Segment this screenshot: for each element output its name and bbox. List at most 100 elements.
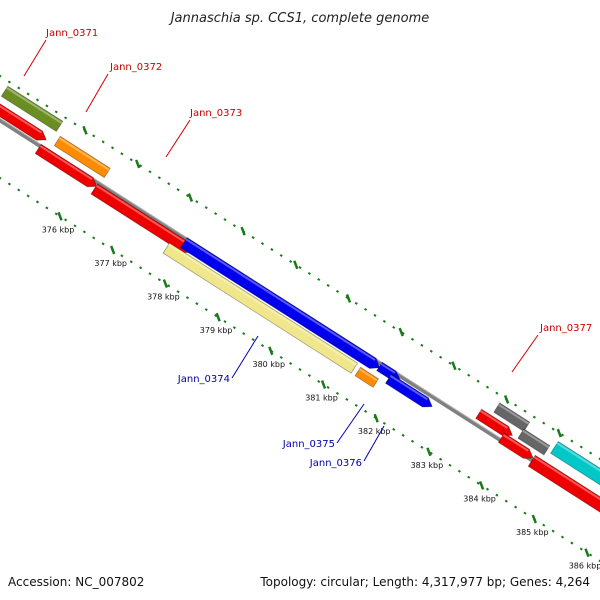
feature-highlight — [522, 429, 550, 449]
gene-label-Jann_0376: Jann_0376 — [309, 458, 362, 469]
feature-highlight — [533, 456, 600, 501]
outer-tick-row-dot — [429, 349, 433, 353]
feature-red — [497, 432, 534, 459]
kbp-tick-outer — [82, 125, 88, 135]
inner-tick-row-dot — [457, 469, 461, 473]
kbp-tick-outer — [240, 226, 246, 236]
kbp-tick — [584, 548, 590, 558]
feature-highlight — [6, 87, 63, 124]
feature-red — [527, 454, 600, 513]
kbp-tick — [531, 514, 537, 524]
inner-tick-row-dot — [82, 230, 86, 234]
tick-label: 378 kbp — [147, 293, 180, 302]
inner-tick-row-dot — [523, 511, 527, 515]
outer-tick-row-dot — [589, 451, 593, 455]
kbp-tick-outer — [293, 260, 299, 270]
tick-label: 376 kbp — [42, 225, 75, 234]
outer-tick-row-dot — [251, 236, 255, 240]
inner-tick-row-dot — [35, 200, 40, 204]
outer-tick-row-dot — [17, 86, 21, 90]
outer-tick-row-dot — [570, 439, 574, 443]
outer-tick-row-dot — [139, 164, 143, 168]
inner-tick-row-dot — [570, 541, 574, 545]
inner-tick-row-dot — [204, 308, 208, 312]
feature-highlight — [167, 243, 358, 366]
tick-label: 380 kbp — [252, 360, 285, 369]
outer-tick-row-dot — [439, 355, 443, 359]
outer-tick-row-dot — [185, 194, 190, 198]
outer-tick-row-dot — [354, 301, 358, 305]
kbp-tick — [215, 312, 221, 322]
inner-tick-row-dot — [345, 397, 349, 401]
inner-tick-row-dot — [485, 487, 490, 491]
feature-cyan — [550, 440, 600, 486]
outer-tick-row-dot — [579, 445, 583, 449]
outer-tick-row-dot — [26, 92, 30, 96]
feature-orange — [53, 135, 111, 179]
gene-leader-line — [511, 334, 539, 373]
inner-tick-row-dot — [467, 475, 471, 479]
inner-tick-row-dot — [326, 385, 330, 389]
outer-tick-row-dot — [120, 152, 124, 156]
features — [0, 85, 600, 513]
outer-tick-row-dot — [232, 224, 236, 228]
feature-red — [0, 103, 47, 141]
inner-tick-row-dot — [279, 356, 283, 360]
outer-tick-row-dot — [214, 212, 218, 216]
outer-tick-row-dot — [167, 182, 171, 186]
tick-label: 379 kbp — [200, 326, 233, 335]
gene-label-Jann_0372: Jann_0372 — [109, 62, 162, 73]
gene-label-Jann_0377: Jann_0377 — [539, 323, 592, 334]
outer-tick-row-dot — [195, 200, 199, 204]
outer-tick-row-dot — [364, 307, 368, 311]
kbp-tick — [110, 245, 116, 255]
kbp-tick-outer — [503, 394, 510, 404]
kbp-tick — [320, 380, 327, 389]
outer-tick-row-dot — [523, 409, 527, 413]
outer-tick-row-dot — [204, 206, 208, 210]
kbp-tick-outer — [345, 294, 352, 303]
outer-tick-row-dot — [279, 254, 283, 258]
outer-tick-row-dot — [73, 122, 77, 126]
feature-highlight — [380, 363, 396, 374]
inner-tick-row-dot — [195, 302, 199, 306]
feature-highlight — [0, 104, 42, 134]
kbp-tick — [162, 279, 169, 289]
inner-tick-row-dot — [289, 361, 293, 366]
kbp-tick — [373, 413, 379, 423]
inner-tick-row-dot — [317, 379, 321, 383]
kbp-tick-outer — [135, 159, 141, 169]
feature-highlight — [498, 403, 530, 425]
inner-tick-row-dot — [167, 284, 171, 288]
inner-tick-row-dot — [120, 254, 124, 258]
gene-leader-line — [85, 73, 109, 113]
outer-tick-row-dot — [532, 415, 536, 419]
outer-tick-row-dot — [45, 104, 49, 108]
inner-tick-row-dot — [551, 529, 555, 533]
inner-tick-row-dot — [382, 421, 386, 425]
feature-highlight — [502, 434, 529, 452]
inner-tick-row-dot — [157, 278, 161, 282]
inner-tick-row-dot — [514, 505, 518, 509]
gene-label-Jann_0375: Jann_0375 — [282, 439, 335, 450]
kbp-tick — [268, 346, 274, 356]
inner-tick-row-dot — [251, 338, 255, 342]
kbp-tick — [426, 447, 432, 457]
gene-leader-line — [336, 403, 365, 444]
inner-tick-row-dot — [298, 367, 302, 372]
inner-tick-row-dot — [185, 296, 190, 300]
inner-tick-row-dot — [448, 463, 452, 467]
inner-tick-row-dot — [364, 409, 368, 413]
feature-highlight — [556, 442, 600, 472]
inner-tick-row-dot — [439, 457, 443, 461]
outer-tick-row-dot — [457, 367, 461, 371]
outer-tick-row-dot — [382, 319, 386, 323]
inner-tick-row-dot — [542, 523, 546, 527]
feature-highlight — [95, 184, 189, 246]
feature-blue — [180, 237, 381, 369]
tick-label: 385 kbp — [516, 528, 549, 537]
outer-tick-row-dot — [129, 158, 133, 162]
feature-highlight — [358, 368, 378, 382]
map-title: Jannaschia sp. CCS1, complete genome — [168, 11, 430, 26]
gene-leader-line — [165, 119, 191, 158]
